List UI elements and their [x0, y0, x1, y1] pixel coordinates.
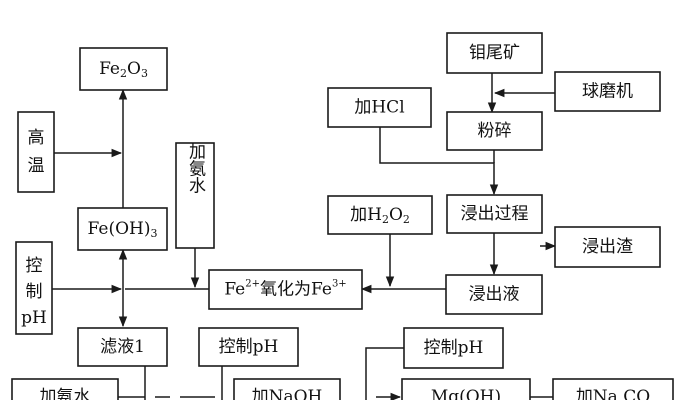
node-leach-residue: 浸出渣: [554, 226, 661, 268]
node-add-ammonia-bottom: 加氨水: [11, 378, 119, 400]
node-leach-liquor: 浸出液: [445, 274, 543, 315]
svg-text:滤液1: 滤液1: [100, 337, 145, 357]
svg-text:浸出过程: 浸出过程: [461, 204, 529, 224]
svg-text:控: 控: [26, 256, 43, 276]
node-ball-mill: 球磨机: [554, 71, 661, 112]
node-fe-oh3: Fe(OH)3: [77, 207, 168, 251]
svg-text:加Na CO: 加Na CO: [576, 387, 650, 400]
node-add-hcl: 加HCl: [327, 87, 432, 128]
node-leach-process: 浸出过程: [446, 194, 543, 234]
node-crush: 粉碎: [446, 111, 543, 151]
svg-text:Fe2+氧化为Fe3+: Fe2+氧化为Fe3+: [224, 278, 346, 300]
svg-text:浸出液: 浸出液: [469, 285, 520, 305]
svg-text:加氨水: 加氨水: [185, 142, 206, 193]
node-oxidize-fe: Fe2+氧化为Fe3+: [208, 269, 363, 310]
svg-text:Mg(OH): Mg(OH): [431, 387, 501, 400]
svg-text:制: 制: [26, 282, 43, 302]
svg-text:加H2O2: 加H2O2: [350, 205, 410, 226]
svg-text:温: 温: [28, 156, 45, 176]
node-add-ammonia: 加氨水: [175, 142, 215, 249]
flow-connectors: [52, 73, 557, 400]
node-mo-tailings: 钼尾矿: [446, 32, 543, 74]
node-high-temp: 高 温: [17, 111, 55, 193]
svg-text:加氨水: 加氨水: [40, 387, 91, 400]
node-add-na2co3: 加Na CO: [552, 378, 674, 400]
node-fe2o3: Fe2O3: [79, 47, 168, 91]
svg-text:加NaOH: 加NaOH: [252, 387, 323, 400]
svg-text:pH: pH: [21, 308, 47, 328]
svg-text:Fe2O3: Fe2O3: [99, 59, 148, 80]
svg-text:高: 高: [28, 128, 45, 148]
node-control-ph-mid: 控制pH: [198, 327, 299, 367]
svg-text:控制pH: 控制pH: [219, 337, 279, 357]
svg-text:粉碎: 粉碎: [478, 121, 512, 141]
svg-text:球磨机: 球磨机: [582, 82, 633, 102]
svg-text:控制pH: 控制pH: [424, 338, 484, 358]
svg-text:加HCl: 加HCl: [354, 98, 404, 118]
node-filtrate-1: 滤液1: [77, 327, 168, 367]
svg-text:浸出渣: 浸出渣: [582, 237, 633, 257]
node-mg-oh2: Mg(OH): [401, 378, 531, 400]
node-add-h2o2: 加H2O2: [327, 195, 433, 235]
svg-text:Fe(OH)3: Fe(OH)3: [88, 219, 158, 240]
node-control-ph-right: 控制pH: [403, 327, 504, 369]
node-add-naoh: 加NaOH: [233, 378, 341, 400]
node-control-ph-left: 控 制 pH: [15, 241, 53, 335]
svg-text:钼尾矿: 钼尾矿: [469, 43, 520, 63]
